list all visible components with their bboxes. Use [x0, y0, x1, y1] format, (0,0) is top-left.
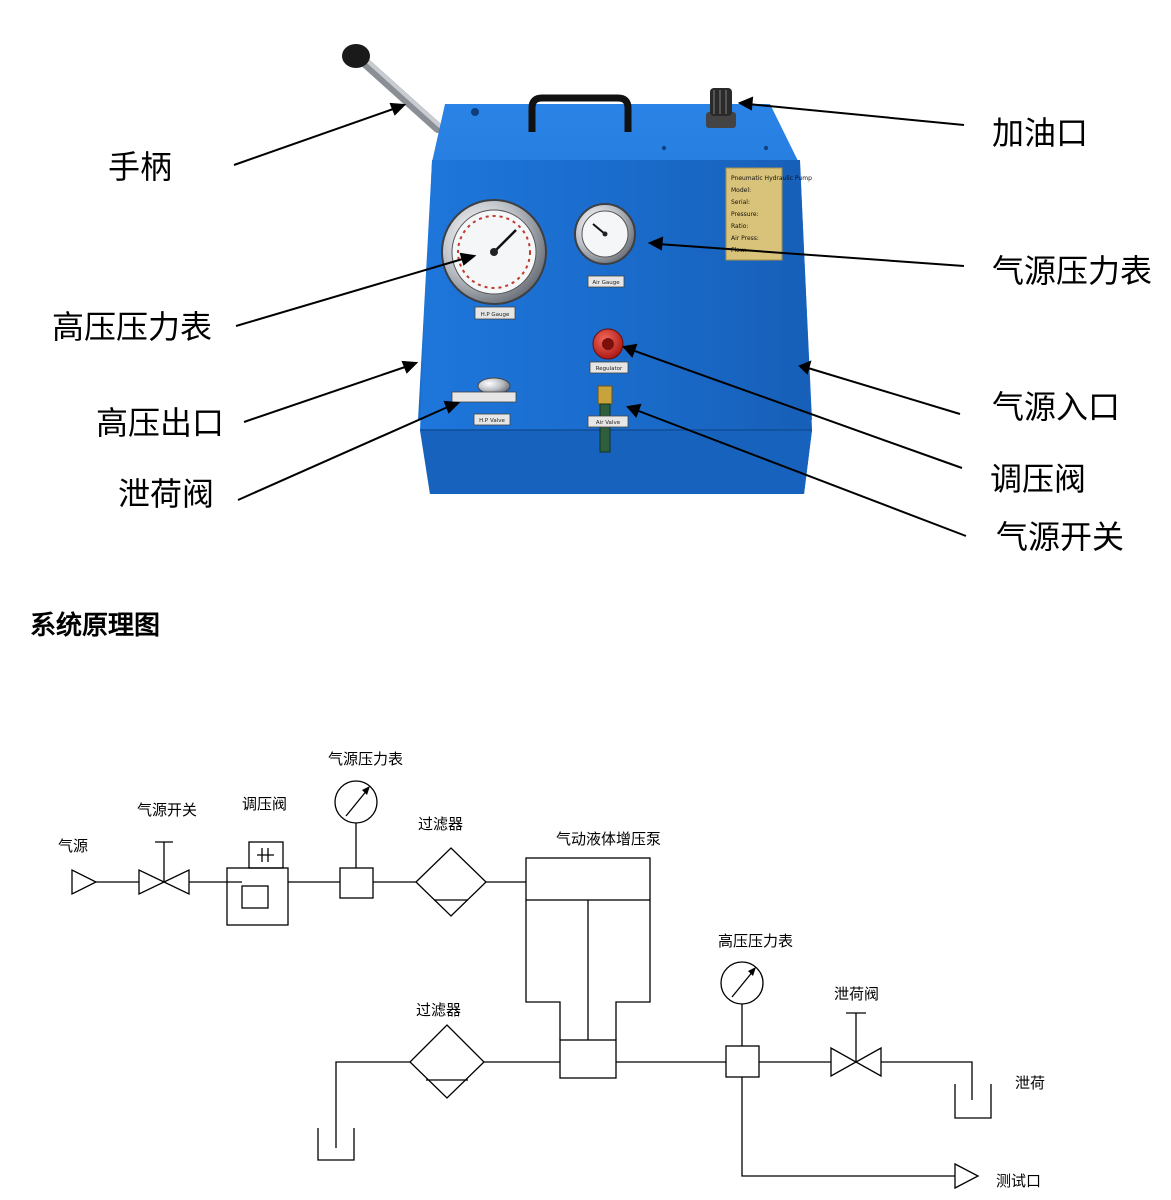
schematic-tank-left — [317, 1128, 355, 1161]
nameplate-line: Pneumatic Hydraulic Pump — [731, 175, 812, 182]
schematic-label-air-source: 气源 — [58, 837, 88, 855]
nameplate-line: Air Press: — [731, 235, 759, 242]
label-handle: 手柄 — [108, 148, 172, 186]
schematic-label-air-gauge: 气源压力表 — [328, 750, 403, 768]
schematic-tank-right — [954, 1084, 992, 1119]
schematic-label-hp-gauge: 高压压力表 — [718, 932, 793, 950]
schematic-label-test-port: 测试口 — [996, 1172, 1041, 1190]
pump-machine: Pneumatic Hydraulic Pump Model: Serial: … — [342, 44, 812, 494]
hp-gauge-needle — [493, 229, 517, 253]
nameplate-line: Serial: — [731, 199, 750, 206]
schematic-test-port-symbol — [954, 1162, 980, 1190]
label-air-switch: 气源开关 — [996, 518, 1124, 556]
label-relief-valve: 泄荷阀 — [118, 475, 214, 513]
label-hp-gauge: 高压压力表 — [52, 308, 212, 346]
air-gauge-tag: Air Gauge — [592, 280, 620, 286]
schematic-regulator — [226, 841, 289, 926]
schematic-air-gauge — [334, 780, 378, 899]
carry-handle — [528, 94, 632, 132]
air-gauge — [574, 203, 636, 265]
schematic-pump — [525, 857, 651, 1079]
regulator-tag: Regulator — [596, 366, 623, 372]
schematic-label-air-switch: 气源开关 — [137, 801, 197, 819]
schematic-filter-bottom — [409, 1024, 485, 1099]
schematic-diagram: 气源 气源开关 调压阀 气源压力表 过滤器 气动液体增压泵 高压压力表 泄荷阀 … — [58, 750, 1045, 1190]
schematic-filter-top — [415, 847, 487, 917]
label-air-gauge: 气源压力表 — [992, 252, 1152, 290]
nameplate-line: Pressure: — [731, 211, 759, 218]
label-air-inlet: 气源入口 — [992, 388, 1120, 426]
hp-valve — [451, 377, 517, 403]
label-regulator: 调压阀 — [990, 460, 1086, 498]
label-hp-outlet: 高压出口 — [96, 404, 224, 442]
schematic-hp-gauge — [720, 961, 764, 1078]
schematic-label-regulator: 调压阀 — [242, 795, 287, 813]
handle-lever — [342, 44, 443, 133]
handle-knob — [342, 44, 370, 68]
callout-arrows — [233, 96, 967, 537]
schematic-label-filter-bottom: 过滤器 — [416, 1001, 461, 1019]
schematic-label-relief-valve: 泄荷阀 — [834, 985, 879, 1003]
schematic-label-filter-top: 过滤器 — [418, 815, 463, 833]
air-valve — [597, 385, 613, 453]
schematic-label-relief: 泄荷 — [1015, 1074, 1045, 1092]
hp-valve-tag: H.P Valve — [479, 418, 505, 424]
schematic-air-switch-valve — [138, 841, 190, 896]
regulator-knob — [592, 328, 624, 360]
section-title: 系统原理图 — [30, 610, 160, 641]
air-valve-tag: Air Valve — [596, 420, 621, 426]
schematic-air-source-symbol — [71, 868, 98, 896]
schematic-relief-valve — [830, 1012, 882, 1078]
schematic-label-pump: 气动液体增压泵 — [556, 830, 661, 848]
nameplate-line: Ratio: — [731, 223, 748, 230]
air-gauge-needle — [592, 223, 606, 235]
oil-filler-cap — [706, 88, 736, 128]
hp-gauge-tag: H.P Gauge — [481, 312, 510, 318]
nameplate-line: Model: — [731, 187, 751, 194]
hp-gauge — [441, 199, 547, 305]
label-oil-filler: 加油口 — [992, 114, 1088, 152]
